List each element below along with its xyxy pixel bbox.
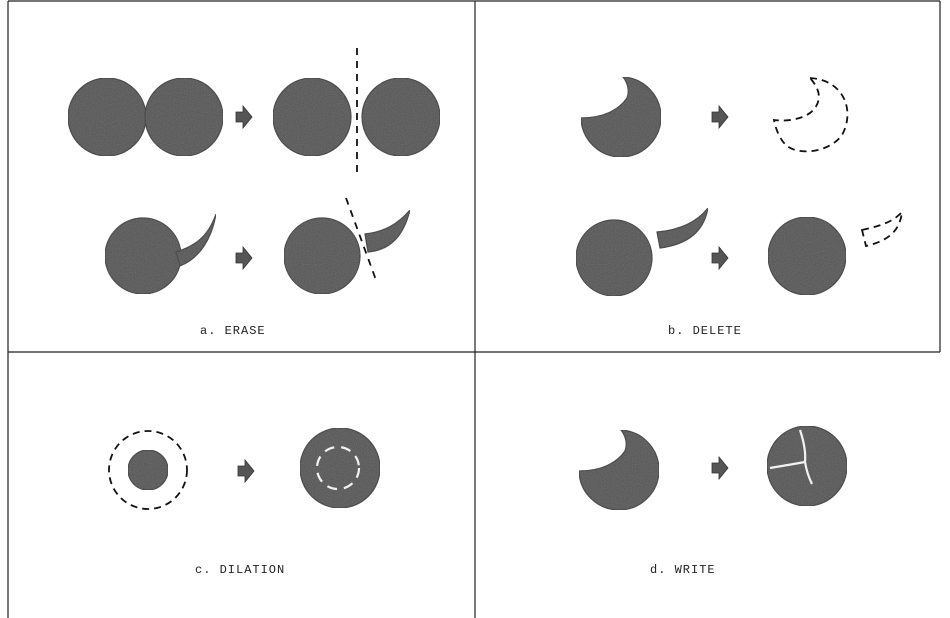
arrow-icon [236,106,252,128]
panel-dilation: c. DILATION [109,428,380,577]
dilation-result-disc [300,428,380,508]
write-crescent [579,430,659,510]
panel-write: d. WRITE [579,426,847,577]
panel-caption: a. ERASE [200,324,266,338]
panel-caption: d. WRITE [650,563,716,577]
arrow-icon [238,460,254,482]
panel-caption: b. DELETE [668,324,742,338]
dilation-small-disc [128,450,168,490]
panel-erase: a. ERASE [68,48,440,338]
arrow-icon [236,247,252,269]
erase-row2-before [105,214,216,294]
delete-removed-outline [774,78,847,151]
delete-row2-before [576,208,708,296]
arrow-icon [712,106,728,128]
panel-grid [8,1,940,618]
arrow-icon [712,457,728,479]
delete-removed-tail-outline [862,212,902,246]
erase-row2-after [284,210,410,294]
arrow-icon [712,247,728,269]
panel-delete: b. DELETE [576,77,902,338]
delete-crescent [581,77,661,157]
panel-caption: c. DILATION [195,563,285,577]
erase-row1-before [68,78,223,156]
delete-kept-circle [768,217,846,295]
